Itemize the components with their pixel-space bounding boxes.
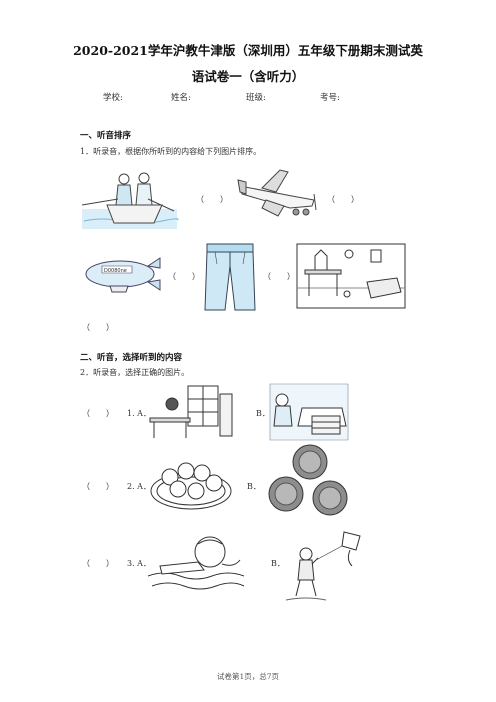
trousers-icon [203,244,257,312]
item-1-option-b-label: B． [256,409,270,418]
school-field: 学校: [103,93,123,103]
number-field: 考号: [320,93,340,103]
answer-paren-boat[interactable]: （ ） [196,195,228,204]
sofa-room-icon [268,382,350,442]
dumplings-icon [148,455,234,513]
page-title-line-2: 语试卷一（含听力） [191,69,305,84]
answer-paren-trousers[interactable]: （ ） [263,272,295,281]
item-2-option-a-label: 2. A． [127,482,151,491]
name-field: 姓名: [171,93,191,103]
page-title-line-1: 2020-2021学年沪教牛津版（深圳用）五年级下册期末测试英 [73,43,423,58]
kite-boy-icon [286,530,368,606]
study-desk-icon [148,384,234,440]
section-1-heading: 一、听音排序 [80,131,132,141]
class-field: 班级: [246,93,266,103]
airship-icon: D0080ne [82,254,162,296]
answer-paren-plane[interactable]: （ ） [327,195,359,204]
answer-paren-item-2[interactable]: （ ） [82,482,114,491]
answer-paren-item-3[interactable]: （ ） [82,559,114,568]
item-2-option-b-label: B． [247,482,261,491]
svg-text:D0080ne: D0080ne [104,268,127,274]
item-3-option-a-label: 3. A． [127,559,151,568]
answer-paren-airship[interactable]: （ ） [168,272,200,281]
swimmer-icon [148,534,244,594]
boat-icon [82,165,177,229]
study-room-icon [297,244,405,308]
item-1-option-a-label: 1. A． [127,409,151,418]
mooncakes-icon [258,442,358,522]
section-2-heading: 二、听音，选择听到的内容 [80,353,183,363]
plane-icon [236,166,318,222]
item-3-option-b-label: B． [271,559,285,568]
question-2-text: 2．听录音，选择正确的图片。 [80,368,190,377]
answer-paren-study-room[interactable]: （ ） [82,323,114,332]
page-footer: 试卷第1页，总7页 [216,672,280,681]
question-1-text: 1．听录音，根据你所听到的内容给下列图片排序。 [80,147,262,156]
answer-paren-item-1[interactable]: （ ） [82,409,114,418]
